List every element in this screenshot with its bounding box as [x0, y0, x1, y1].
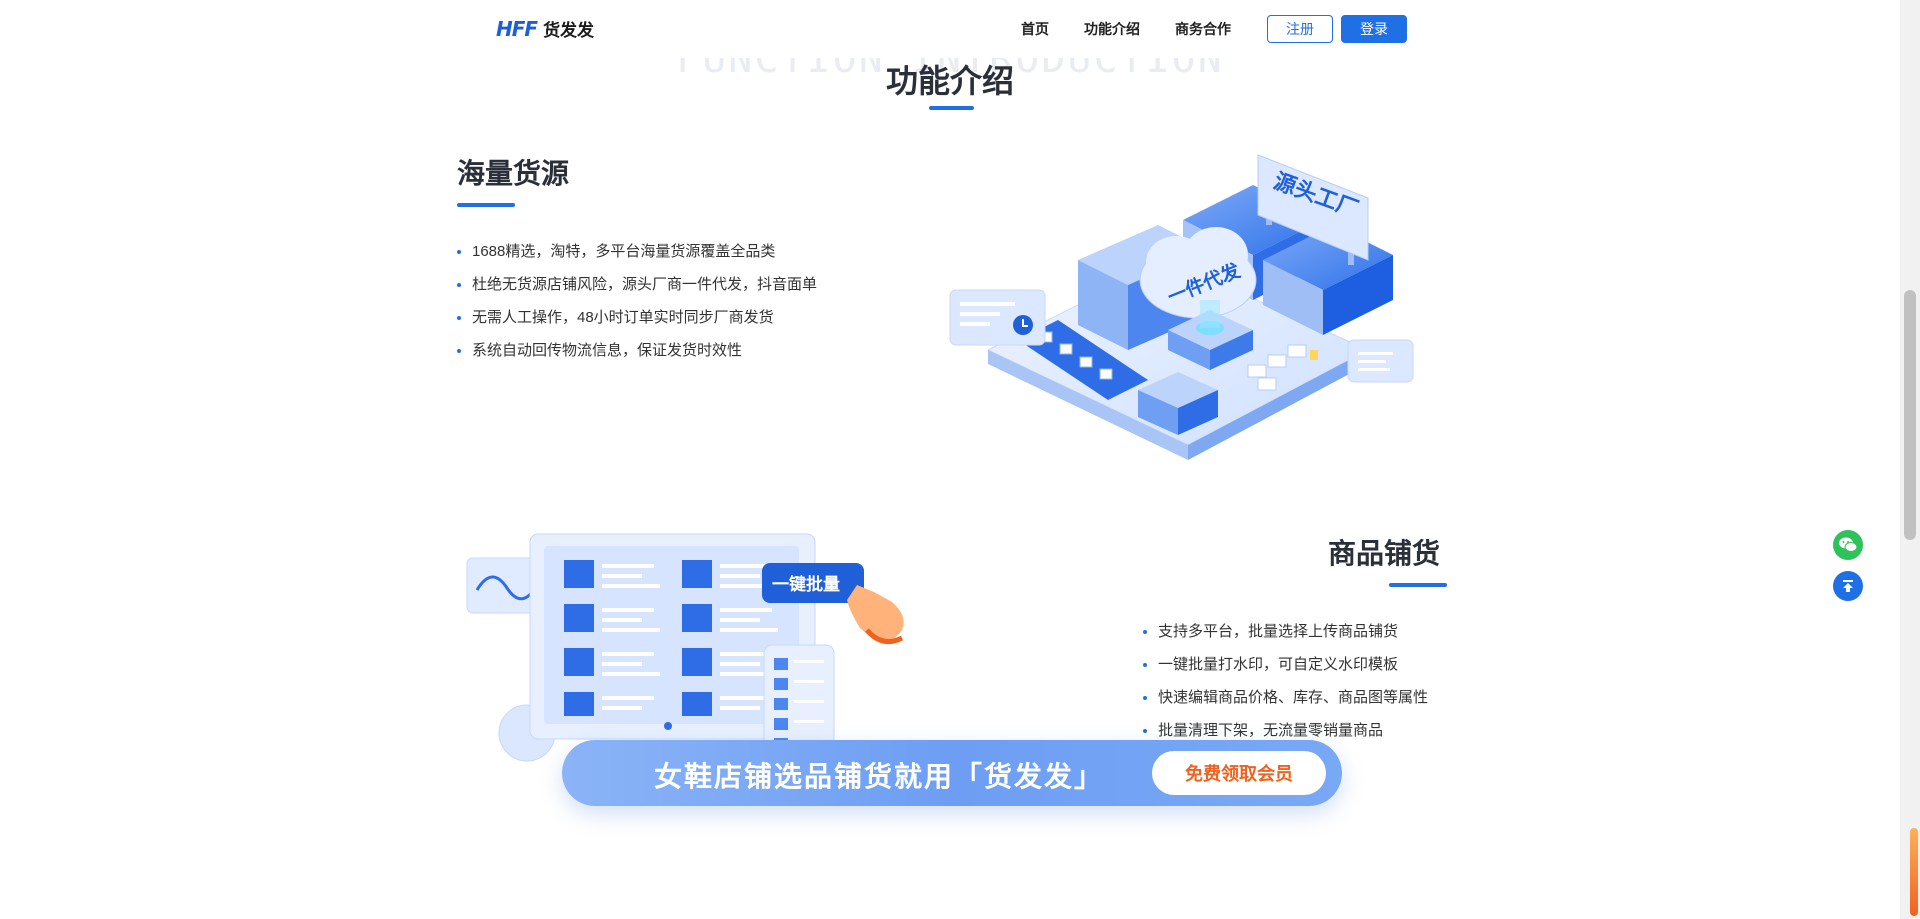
feature1-title: 海量货源: [457, 158, 570, 189]
top-header: HFF 货发发 首页 功能介绍 商务合作 注册 登录: [0, 0, 1900, 58]
feature2-underline: [1389, 583, 1447, 587]
factory-illustration: 源头工厂 一件代发: [949, 154, 1414, 460]
list-item: 快速编辑商品价格、库存、商品图等属性: [1143, 681, 1428, 714]
register-button[interactable]: 注册: [1267, 15, 1333, 43]
feature1-list: 1688精选，淘特，多平台海量货源覆盖全品类 杜绝无货源店铺风险，源头厂商一件代…: [457, 235, 817, 367]
promo-banner: 女鞋店铺选品铺货就用「货发发」 免费领取会员: [562, 740, 1342, 806]
logo-mark: HFF: [496, 16, 538, 41]
list-item: 批量清理下架，无流量零销量商品: [1143, 714, 1428, 747]
list-item: 一键批量打水印，可自定义水印模板: [1143, 648, 1428, 681]
section-title: 功能介绍: [885, 63, 1014, 99]
logo-text: 货发发: [543, 21, 595, 40]
login-button[interactable]: 登录: [1341, 15, 1407, 43]
scrollbar-thumb[interactable]: [1904, 290, 1916, 540]
wechat-icon: [1839, 537, 1858, 552]
list-item: 1688精选，淘特，多平台海量货源覆盖全品类: [457, 235, 817, 268]
back-to-top-icon: [1843, 580, 1853, 592]
nav-home[interactable]: 首页: [1021, 21, 1049, 37]
list-item: 支持多平台，批量选择上传商品铺货: [1143, 615, 1428, 648]
batch-upload-illustration: 一键批量: [466, 533, 904, 776]
wechat-button[interactable]: [1833, 530, 1863, 560]
main-nav: 首页 功能介绍 商务合作: [1021, 19, 1266, 39]
logo[interactable]: HFF 货发发: [496, 16, 594, 41]
batch-badge-text: 一键批量: [772, 574, 840, 594]
scroll-progress-indicator: [1910, 828, 1918, 916]
list-item: 杜绝无货源店铺风险，源头厂商一件代发，抖音面单: [457, 268, 817, 301]
page-scrollbar[interactable]: [1900, 0, 1920, 919]
free-membership-button[interactable]: 免费领取会员: [1152, 751, 1326, 795]
nav-features[interactable]: 功能介绍: [1084, 21, 1140, 37]
feature1-underline: [457, 203, 515, 207]
promo-banner-text: 女鞋店铺选品铺货就用「货发发」: [654, 761, 1105, 792]
product-tile: [564, 560, 660, 588]
back-to-top-button[interactable]: [1833, 571, 1863, 601]
list-item: 无需人工操作，48小时订单实时同步厂商发货: [457, 301, 817, 334]
nav-business[interactable]: 商务合作: [1175, 21, 1231, 37]
feature2-list: 支持多平台，批量选择上传商品铺货 一键批量打水印，可自定义水印模板 快速编辑商品…: [1143, 615, 1428, 747]
feature2-title: 商品铺货: [1328, 538, 1441, 569]
list-item: 系统自动回传物流信息，保证发货时效性: [457, 334, 817, 367]
section-title-underline: [929, 106, 974, 110]
